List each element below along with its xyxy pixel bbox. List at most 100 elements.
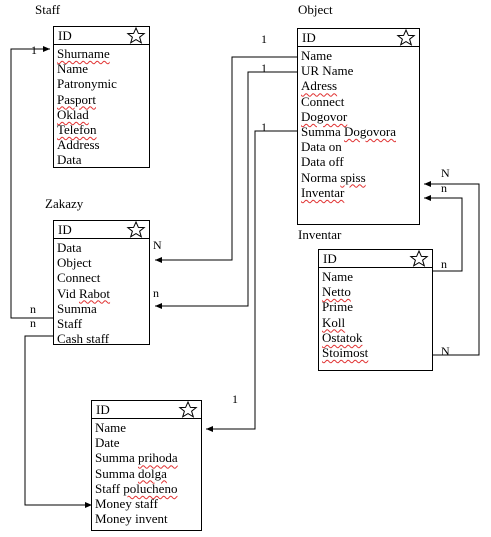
field-row: Money invent	[95, 511, 168, 527]
staff-title: Staff	[35, 2, 61, 17]
field-word: Summa	[301, 124, 341, 140]
field-word: Summa	[95, 465, 135, 481]
card-inventar-n: n	[441, 181, 447, 195]
line-object-to-zakazy-summa	[155, 71, 297, 309]
field-word: Adress	[301, 78, 338, 94]
field-row: Name	[301, 48, 333, 63]
card-zakazy-n1: n	[30, 302, 36, 316]
field-word: Netto	[322, 284, 351, 300]
inventar-title: Inventar	[298, 227, 342, 242]
field-word: Summa	[95, 450, 135, 466]
field-row: Data off	[301, 154, 344, 170]
card-object-1b: 1	[261, 61, 267, 75]
field-row: Adress	[301, 78, 419, 93]
payments-table-header: ID	[92, 400, 201, 419]
field-row: Telefon	[57, 122, 149, 137]
zakazy-title: Zakazy	[45, 196, 84, 211]
field-word: Ostatok	[322, 329, 363, 345]
field-word: Dogovora	[343, 124, 396, 140]
field-row: Pasport	[57, 92, 149, 107]
field-row: Ostatok	[322, 330, 432, 345]
field-row: Summa	[57, 300, 97, 316]
field-row: Stoimost	[322, 345, 432, 360]
card-inventar-N: N	[441, 166, 450, 180]
line-object-to-payments	[206, 130, 297, 432]
field-row: Address	[57, 137, 100, 153]
object-title: Object	[298, 2, 333, 17]
zakazy-id-label: ID	[58, 222, 72, 237]
field-row: Data on	[301, 139, 342, 155]
field-row: Vid Rabot	[57, 286, 149, 301]
field-word: Rabot	[78, 285, 111, 301]
inventar-table-header: ID	[319, 249, 432, 268]
field-word: prihoda	[137, 450, 178, 466]
card-inventar-row-n: n	[441, 257, 447, 271]
field-row: Staff	[57, 316, 83, 332]
field-row: Connect	[57, 270, 101, 286]
field-word: dolga	[137, 465, 167, 481]
staff-id-label: ID	[58, 28, 72, 43]
field-row: Name	[57, 61, 89, 77]
field-word: spiss	[340, 169, 366, 185]
line-inventar-to-object-2	[424, 181, 480, 356]
field-row: Summa prihoda	[95, 450, 201, 465]
star-icon	[396, 28, 416, 51]
object-id-label: ID	[302, 30, 316, 45]
field-word: Norma	[301, 169, 338, 185]
line-object-to-zakazy-object	[155, 56, 297, 263]
card-object-1a: 1	[261, 32, 267, 46]
field-row: Netto	[322, 284, 432, 299]
field-row: Staff polucheno	[95, 481, 201, 496]
field-word: Vid	[57, 285, 76, 301]
field-row: Oklad	[57, 107, 149, 122]
field-row: Koll	[322, 315, 432, 330]
card-object-1c: 1	[261, 120, 267, 134]
field-word: Shurname	[57, 46, 110, 61]
field-row: Data	[57, 240, 82, 255]
star-icon	[126, 26, 146, 49]
star-icon	[126, 220, 146, 243]
zakazy-table-header: ID	[54, 220, 149, 239]
field-word: polucheno	[123, 480, 178, 496]
line-inventar-to-object-1	[424, 195, 463, 272]
field-row: Patronymic	[57, 76, 117, 92]
field-row: Connect	[301, 93, 345, 109]
field-word: Telefon	[57, 122, 97, 138]
field-row: Norma spiss	[301, 170, 419, 185]
card-zakazy-n-summa: n	[153, 286, 159, 300]
card-zakazy-n2: n	[30, 316, 36, 330]
field-row: Object	[57, 255, 92, 271]
field-row: Summa Dogovora	[301, 124, 419, 139]
field-word: Oklad	[57, 106, 89, 122]
field-row: Date	[95, 435, 120, 451]
card-payments-1: 1	[232, 392, 238, 406]
line-zakazy-to-payments	[24, 335, 92, 508]
star-icon	[178, 400, 198, 423]
card-inventar-row-N: N	[441, 344, 450, 358]
field-word: Pasport	[57, 91, 96, 107]
field-row: Shurname	[57, 46, 149, 61]
field-row: Name	[322, 269, 354, 284]
field-row: Dogovor	[301, 109, 419, 124]
field-row: Name	[95, 420, 127, 435]
field-row: Summa dolga	[95, 466, 201, 481]
field-word: Stoimost	[322, 345, 369, 361]
field-row: UR Name	[301, 63, 354, 79]
card-zakazy-N: N	[153, 238, 162, 252]
inventar-id-label: ID	[323, 251, 337, 266]
field-row: Cash staff	[57, 331, 110, 347]
field-word: Inventar	[301, 184, 345, 200]
payments-id-label: ID	[96, 402, 110, 417]
field-word: Dogovor	[301, 108, 348, 124]
star-icon	[409, 249, 429, 272]
field-word: Koll	[322, 314, 346, 330]
